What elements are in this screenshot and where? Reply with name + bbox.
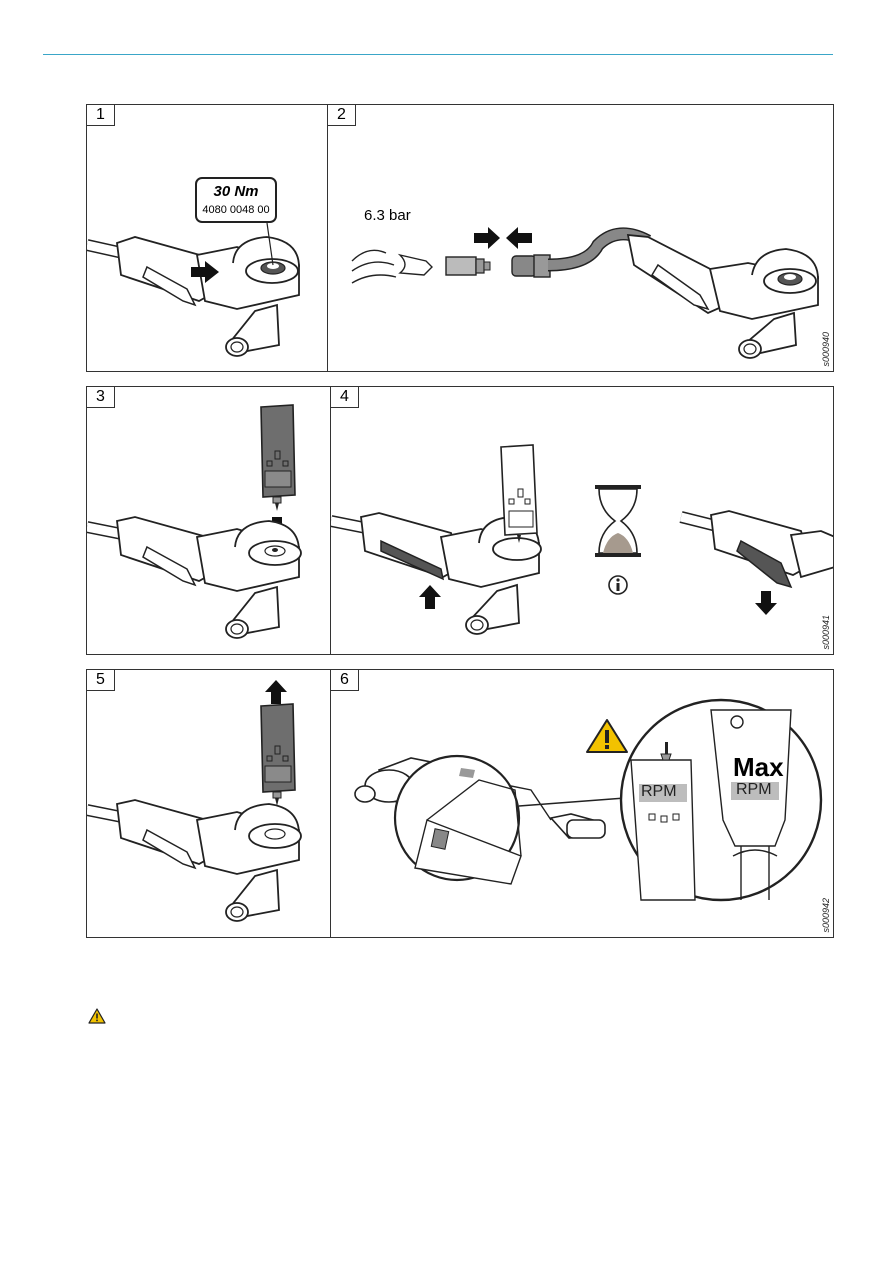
torque-callout: 30 Nm 4080 0048 00 [195,177,277,223]
warning-icon [88,1008,106,1029]
arrow-icon [191,261,219,283]
air-connection-illustration [351,227,819,359]
warning-icon [586,719,628,753]
rpm-label-left: RPM [641,783,677,800]
image-code: s000941 [821,615,831,650]
max-label: Max [733,752,784,782]
pressure-label: 6.3 bar [364,207,411,224]
info-icon [608,575,628,595]
arrow-icon [474,227,500,249]
step-number: 4 [331,387,359,408]
compare-rpm-illustration [354,698,823,902]
arrow-icon [265,680,287,704]
arrow-icon [755,591,777,615]
step-number: 3 [87,387,115,408]
step-panel-4: 4 s000941 [330,386,834,655]
step-number: 1 [87,105,115,126]
step-panel-5: 5 [86,669,331,938]
arrow-icon [419,585,441,609]
measure-rpm-illustration [331,444,833,635]
step-number: 5 [87,670,115,691]
arrow-icon [506,227,532,249]
rpm-label-right: RPM [736,781,772,798]
torque-value: 30 Nm [213,183,259,200]
step-panel-6: 6 Max RPM RPM s000942 [330,669,834,938]
image-code: s000942 [821,898,831,933]
header-rule [43,54,833,55]
step-number: 2 [328,105,356,126]
tachometer-removal-illustration [87,680,302,922]
grinder-illustration [87,222,300,357]
step-panel-1: 1 30 Nm 4080 0048 00 [86,104,328,372]
step-panel-3: 3 [86,386,331,655]
hourglass-icon [595,485,641,557]
tachometer-placement-illustration [87,404,302,639]
part-number: 4080 0048 00 [202,204,270,216]
step-number: 6 [331,670,359,691]
step-panel-2: 2 6.3 bar s000940 [327,104,834,372]
image-code: s000940 [821,332,831,367]
